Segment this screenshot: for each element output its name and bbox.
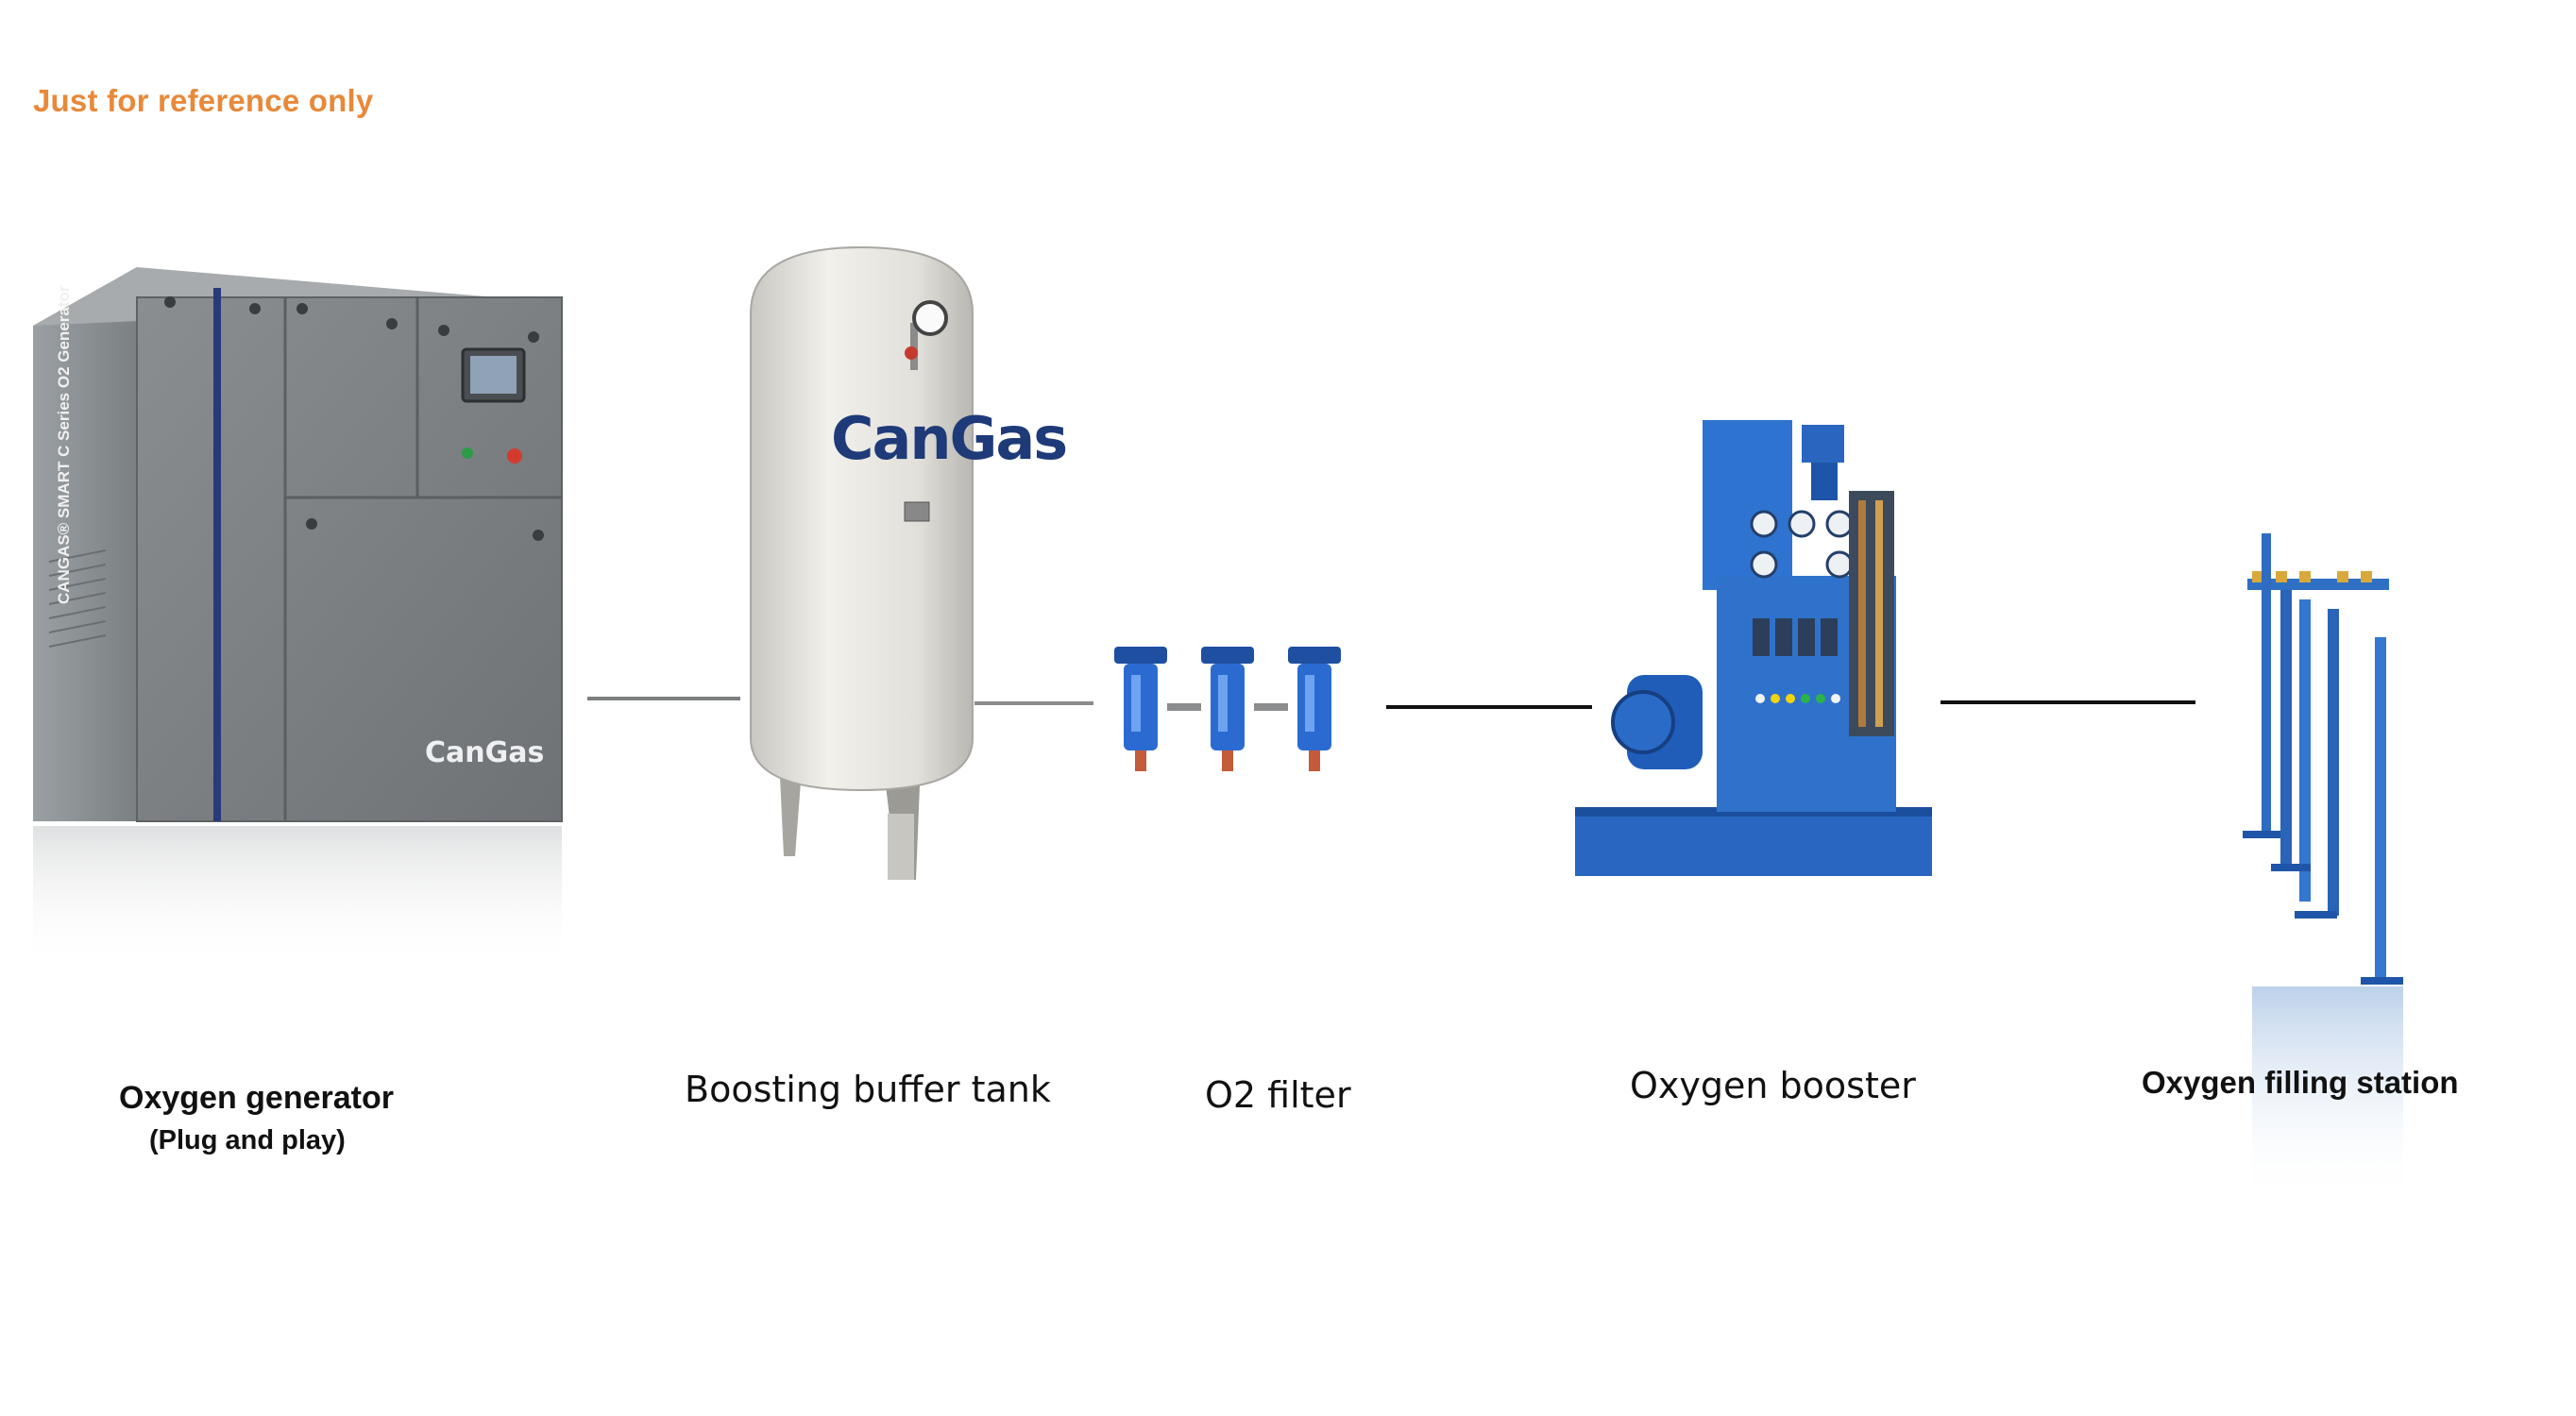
pipe-generator-to-tank bbox=[587, 697, 740, 700]
pipe-booster-to-station bbox=[1940, 700, 2195, 704]
filling-station-image bbox=[2243, 533, 2403, 1204]
label-o2-filter: O2 filter bbox=[1205, 1074, 1351, 1116]
label-plug-and-play: (Plug and play) bbox=[149, 1125, 346, 1155]
pipe-filter-to-booster bbox=[1386, 705, 1592, 709]
buffer-tank-image bbox=[750, 245, 974, 880]
oxygen-booster-image bbox=[1575, 420, 1932, 876]
label-oxygen-booster: Oxygen booster bbox=[1630, 1065, 1916, 1106]
oxygen-generator-image bbox=[33, 267, 563, 968]
o2-filters-image bbox=[1114, 647, 1341, 771]
generator-brand-logo: CanGas bbox=[425, 736, 545, 769]
label-oxygen-generator: Oxygen generator bbox=[119, 1080, 394, 1116]
pipe-tank-to-filter bbox=[974, 701, 1093, 705]
label-oxygen-filling-station: Oxygen filling station bbox=[2142, 1065, 2459, 1100]
label-boosting-buffer-tank: Boosting buffer tank bbox=[685, 1069, 1051, 1110]
reference-note: Just for reference only bbox=[33, 83, 374, 118]
generator-panel-text: CANGAS® SMART C Series O2 Generator bbox=[55, 285, 73, 605]
tank-brand-logo: CanGas bbox=[831, 404, 1068, 473]
